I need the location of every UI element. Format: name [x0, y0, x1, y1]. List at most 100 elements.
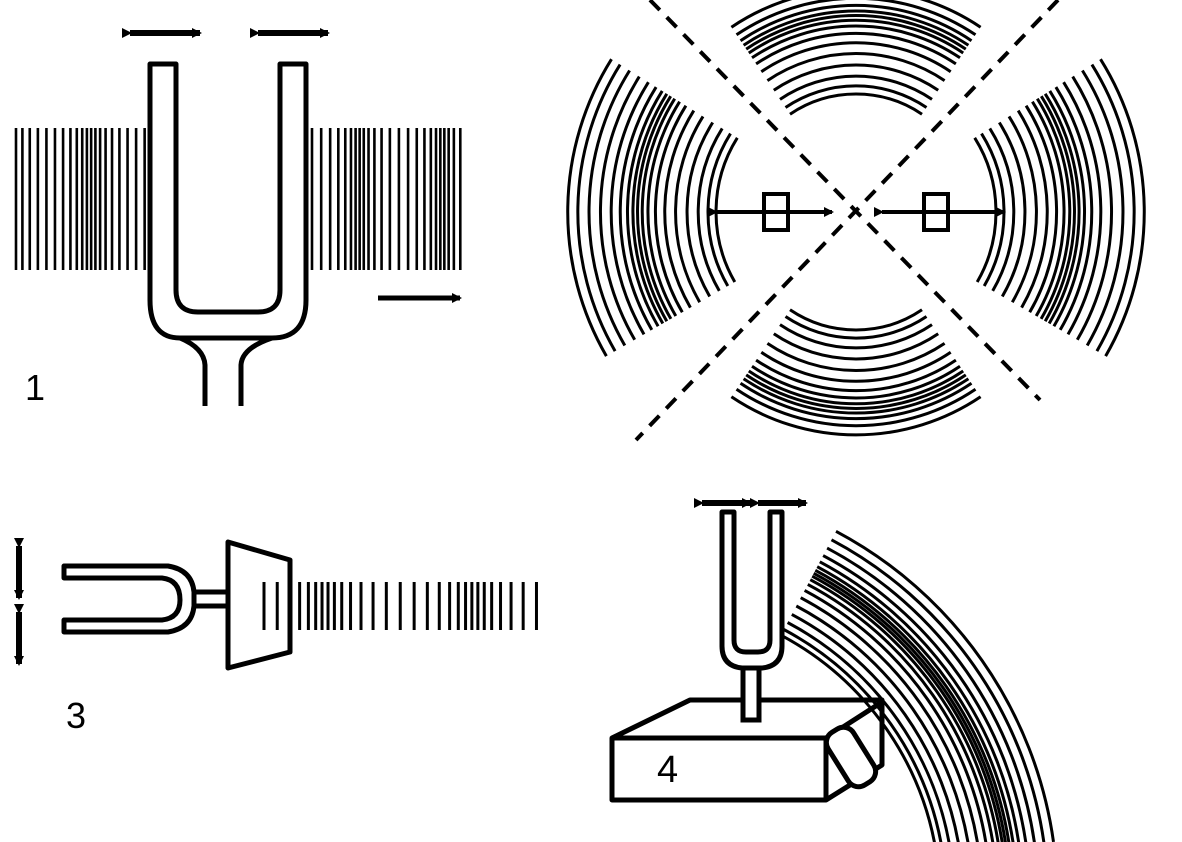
panel-1-label: 1	[25, 367, 45, 408]
sound-wave-fronts-box	[780, 529, 1055, 842]
wave-arc	[783, 628, 943, 842]
wave-arc	[751, 364, 961, 400]
wave-arc	[819, 560, 1021, 842]
wave-arc	[663, 109, 696, 309]
wave-arc	[636, 95, 672, 322]
wave-arc	[618, 86, 658, 331]
wave-arc	[745, 14, 967, 51]
wave-arc	[1081, 69, 1125, 347]
wave-arc	[772, 63, 940, 92]
tuning-fork-4	[719, 509, 785, 723]
tuning-fork-1	[147, 61, 309, 406]
wave-arc	[1071, 75, 1114, 341]
panel-4-label: 4	[657, 749, 678, 791]
sound-wave-lines-horn	[262, 582, 538, 630]
wave-arc	[735, 387, 977, 428]
wave-arc	[799, 596, 979, 842]
wave-arc	[735, 0, 977, 37]
wave-arc	[1040, 95, 1076, 322]
wave-arc	[755, 358, 957, 393]
wave-arc	[812, 571, 1007, 842]
panel-3-label: 3	[66, 695, 86, 736]
wave-arc	[795, 604, 970, 842]
wave-arc	[696, 127, 724, 292]
wave-arc	[789, 308, 923, 332]
wave-arc	[653, 104, 688, 314]
wave-arc	[803, 589, 988, 842]
wave-arc	[830, 538, 1046, 842]
wave-arc	[1007, 115, 1038, 303]
sound-wave-lines-right	[310, 128, 462, 270]
wave-arc	[822, 554, 1028, 842]
wave-arc	[779, 323, 933, 350]
wave-arc	[745, 373, 967, 410]
wave-arc	[598, 75, 641, 341]
tuning-fork-3	[61, 563, 233, 635]
wave-arc	[760, 41, 952, 73]
wave-arc	[646, 100, 681, 317]
wave-arc	[988, 127, 1016, 292]
wave-arc	[780, 633, 936, 842]
wave-arc	[1090, 63, 1136, 352]
wave-arc	[772, 332, 940, 361]
wave-arc	[789, 92, 923, 116]
wave-arc	[1062, 81, 1103, 336]
wave-arc	[587, 69, 631, 347]
wave-arc	[609, 81, 650, 336]
wave-arc	[1016, 109, 1049, 309]
panel-2	[566, 0, 1146, 442]
wave-arc	[739, 3, 973, 42]
wave-arc	[685, 121, 714, 298]
wave-arc	[784, 84, 928, 109]
resonator-horn	[225, 539, 293, 671]
wave-arc	[814, 568, 1011, 842]
fork-top-view-right	[874, 192, 1006, 232]
wave-arc	[1036, 97, 1072, 320]
panel-4: 4	[609, 498, 1055, 842]
wave-arc	[742, 9, 970, 47]
fork-top-view-left	[708, 192, 834, 232]
panel-1: 1	[14, 28, 462, 408]
wave-arc	[747, 369, 965, 406]
wave-arc	[747, 18, 965, 55]
wave-arc	[1043, 93, 1081, 325]
wave-arc	[566, 58, 613, 357]
wave-arc	[1031, 100, 1066, 317]
sound-wave-lines-left	[14, 128, 146, 270]
wave-arc	[998, 121, 1027, 298]
wave-arc	[766, 52, 946, 82]
wave-arc	[786, 621, 951, 842]
wave-arc	[835, 529, 1055, 842]
wave-arc	[1048, 90, 1086, 328]
wave-arc	[576, 63, 622, 352]
interference-node-lines	[634, 0, 1060, 442]
wave-arc	[1024, 104, 1059, 314]
wave-arc	[640, 97, 676, 320]
wave-arc	[766, 342, 946, 372]
wave-fronts-quadrants	[566, 0, 1146, 437]
wave-arc	[742, 377, 970, 415]
wave-arc	[809, 578, 1000, 842]
wave-arc	[811, 574, 1004, 842]
wave-arc	[791, 613, 960, 842]
wave-arc	[826, 546, 1036, 842]
wave-arc	[730, 395, 982, 437]
wave-arc	[631, 93, 669, 325]
resonance-box	[609, 697, 885, 803]
wave-arc	[1054, 86, 1094, 331]
wave-arc	[626, 90, 664, 328]
wave-arc	[816, 565, 1015, 842]
wave-arc	[760, 351, 952, 383]
wave-arc	[751, 24, 961, 60]
wave-arc	[973, 137, 998, 283]
wave-arc	[784, 315, 928, 340]
wave-arc	[779, 74, 933, 101]
wave-arc	[807, 583, 995, 842]
wave-arc	[714, 137, 739, 283]
wave-arc	[730, 0, 982, 29]
wave-arc	[1099, 58, 1146, 357]
panel-3: 3	[14, 538, 538, 736]
wave-arc	[755, 31, 957, 66]
wave-arc	[739, 382, 973, 421]
